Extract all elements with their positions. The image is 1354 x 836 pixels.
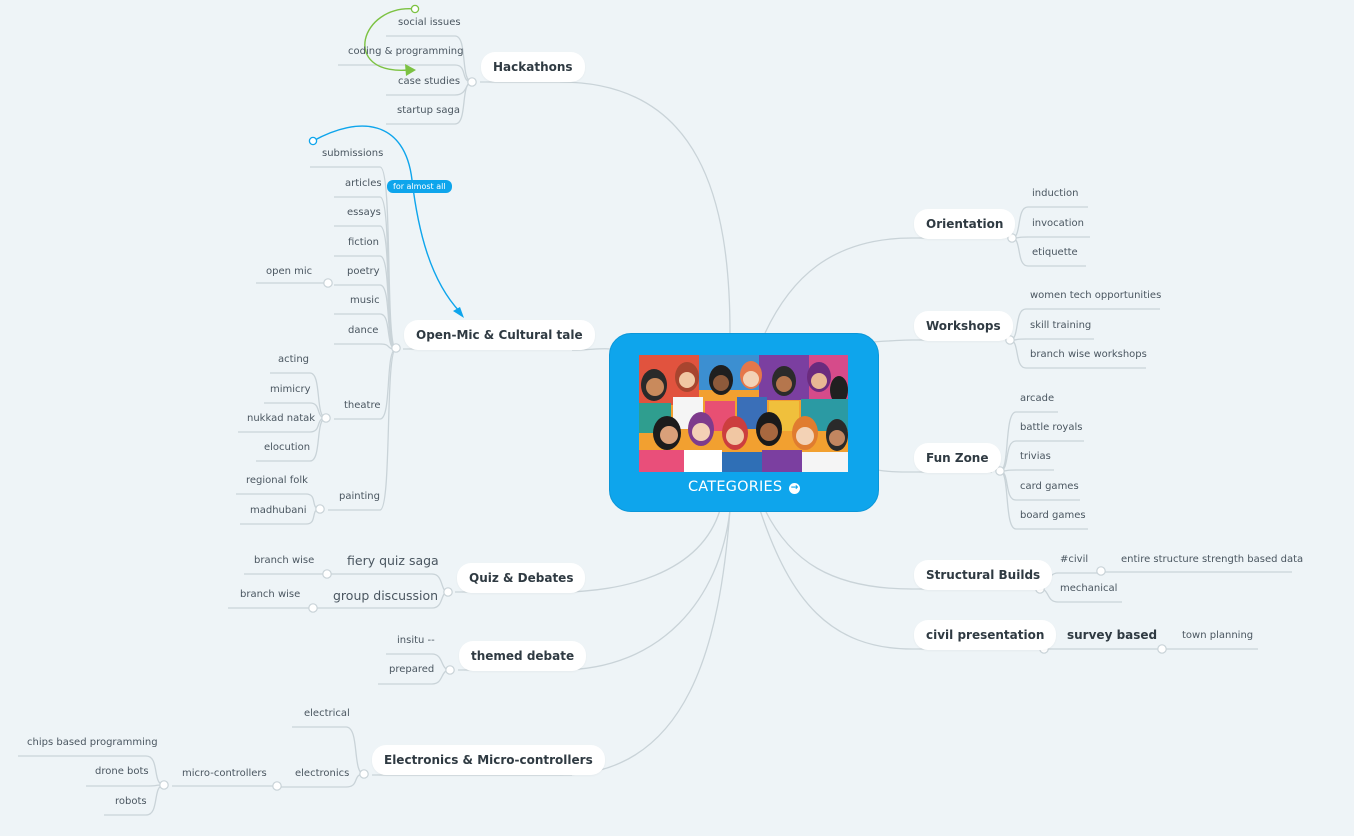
label-acting[interactable]: acting [278,354,310,365]
label-branch-wise-gd[interactable]: branch wise [240,589,301,600]
topic-civil-presentation[interactable]: civil presentation [914,620,1057,650]
label-articles[interactable]: articles [345,178,382,189]
label-prepared[interactable]: prepared [389,664,435,675]
label-social-issues[interactable]: social issues [398,17,461,28]
topic-quiz-debates[interactable]: Quiz & Debates [457,563,586,593]
label-electrical[interactable]: electrical [304,708,350,719]
label-civil-tag[interactable]: #civil [1060,554,1089,565]
label-madhubani[interactable]: madhubani [250,505,307,516]
central-topic[interactable]: CATEGORIES → [609,333,879,512]
central-image [639,355,848,472]
label-board-games[interactable]: board games [1020,510,1086,521]
label-nukkad-natak[interactable]: nukkad natak [247,413,316,424]
label-women-tech[interactable]: women tech opportunities [1030,290,1162,301]
label-mechanical[interactable]: mechanical [1060,583,1118,594]
topic-fun-zone[interactable]: Fun Zone [914,443,1001,473]
go-arrow-icon[interactable]: → [789,483,801,494]
label-dance[interactable]: dance [348,325,379,336]
relation-label[interactable]: for almost all [387,180,452,193]
label-entire-structure[interactable]: entire structure strength based data [1121,554,1304,565]
label-electronics[interactable]: electronics [295,768,350,779]
label-regional-folk[interactable]: regional folk [246,475,308,486]
label-case-studies[interactable]: case studies [398,76,461,87]
label-drone-bots[interactable]: drone bots [95,766,149,777]
label-fiction[interactable]: fiction [348,237,379,248]
crowd-illustration [639,355,848,472]
label-town-planning[interactable]: town planning [1182,630,1254,641]
label-music[interactable]: music [350,295,380,306]
label-chips-programming[interactable]: chips based programming [27,737,158,748]
central-title: CATEGORIES → [610,479,878,495]
label-micro-controllers[interactable]: micro-controllers [182,768,267,779]
label-induction[interactable]: induction [1032,188,1079,199]
topic-workshops[interactable]: Workshops [914,311,1013,341]
central-title-text: CATEGORIES [687,479,783,495]
label-branch-wise-workshops[interactable]: branch wise workshops [1030,349,1147,360]
label-group-discussion[interactable]: group discussion [333,588,439,603]
label-battle-royals[interactable]: battle royals [1020,422,1083,433]
label-mimicry[interactable]: mimicry [270,384,311,395]
label-fiery-quiz-saga[interactable]: fiery quiz saga [347,553,439,568]
label-robots[interactable]: robots [115,796,147,807]
label-submissions[interactable]: submissions [322,148,384,159]
topic-structural-builds[interactable]: Structural Builds [914,560,1053,590]
topic-open-mic[interactable]: Open-Mic & Cultural tale [404,320,595,350]
label-elocution[interactable]: elocution [264,442,311,453]
label-poetry[interactable]: poetry [347,266,380,277]
label-skill-training[interactable]: skill training [1030,320,1092,331]
topic-electronics[interactable]: Electronics & Micro-controllers [372,745,605,775]
label-arcade[interactable]: arcade [1020,393,1055,404]
label-open-mic[interactable]: open mic [266,266,313,277]
label-insitu[interactable]: insitu -- [397,635,435,646]
topic-orientation[interactable]: Orientation [914,209,1016,239]
label-essays[interactable]: essays [347,207,381,218]
label-painting[interactable]: painting [339,491,380,502]
topic-themed-debate[interactable]: themed debate [459,641,587,671]
label-startup-saga[interactable]: startup saga [397,105,460,116]
label-invocation[interactable]: invocation [1032,218,1084,229]
label-trivias[interactable]: trivias [1020,451,1051,462]
label-card-games[interactable]: card games [1020,481,1079,492]
label-etiquette[interactable]: etiquette [1032,247,1078,258]
label-theatre[interactable]: theatre [344,400,381,411]
label-branch-wise-quiz[interactable]: branch wise [254,555,315,566]
label-coding-programming[interactable]: coding & programming [348,46,464,57]
topic-survey-based[interactable]: survey based [1067,628,1158,642]
topic-hackathons[interactable]: Hackathons [481,52,585,82]
